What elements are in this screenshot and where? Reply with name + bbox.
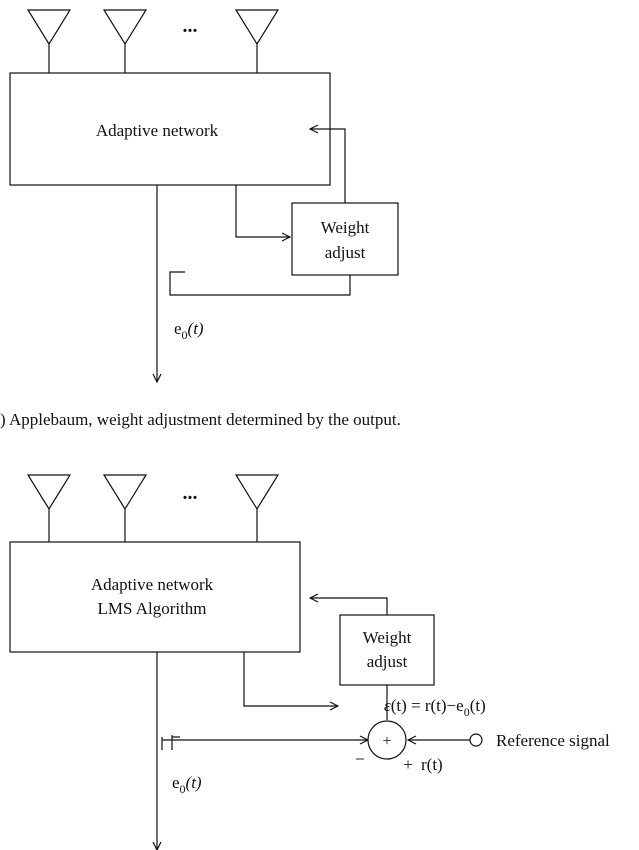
weight-feedback-arrow [310, 129, 346, 203]
weight-adjust-label-2: adjust [367, 652, 408, 671]
plus-sign: + [403, 755, 413, 774]
antenna-icon [234, 474, 280, 542]
reference-input-label: r(t) [421, 755, 443, 774]
adaptive-network-label-2: LMS Algorithm [97, 599, 206, 618]
diagram-a: ... Adaptive network Weight adjust e0(t)… [0, 9, 401, 429]
weight-feedback-arrow [310, 598, 388, 615]
summer-symbol: + [382, 733, 391, 750]
antenna-icon [26, 9, 72, 73]
network-to-weight-arrow [243, 652, 338, 706]
adaptive-network-label-1: Adaptive network [91, 575, 214, 594]
minus-sign: − [355, 749, 365, 769]
antenna-icon [26, 474, 72, 542]
caption: ) Applebaum, weight adjustment determine… [0, 410, 401, 429]
network-to-weight-arrow [235, 185, 290, 237]
weight-adjust-label-2: adjust [325, 243, 366, 262]
weight-adjust-label-1: Weight [363, 628, 412, 647]
weight-adjust-box [339, 614, 435, 686]
output-feedback-line [169, 271, 351, 296]
error-equation: ε(t) = r(t)−e0(t) [384, 696, 486, 719]
output-label: e0(t) [174, 319, 204, 342]
antenna-ellipsis: ... [183, 15, 198, 37]
reference-signal-label: Reference signal [496, 731, 610, 750]
diagram-b: ... Adaptive network LMS Algorithm Weigh… [9, 474, 610, 850]
reference-terminal-icon [469, 733, 483, 747]
weight-adjust-label-1: Weight [321, 218, 370, 237]
antenna-icon [234, 9, 280, 73]
weight-adjust-box [291, 202, 399, 276]
adaptive-network-label: Adaptive network [96, 121, 219, 140]
antenna-ellipsis: ... [183, 482, 198, 504]
output-to-summer-arrow [161, 737, 368, 750]
adaptive-network-box [9, 72, 331, 186]
output-tap-line [171, 735, 180, 750]
antenna-icon [102, 474, 148, 542]
adaptive-network-box [9, 541, 301, 653]
antenna-icon [102, 9, 148, 73]
output-label: e0(t) [172, 773, 202, 796]
summing-junction [367, 720, 407, 760]
